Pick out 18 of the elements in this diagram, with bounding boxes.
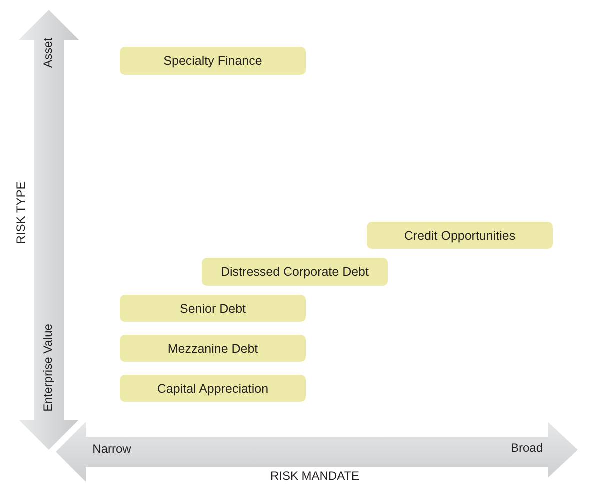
axis-title: RISK MANDATE <box>270 470 360 484</box>
category-label: Distressed Corporate Debt <box>221 265 369 279</box>
category-label: Senior Debt <box>180 302 246 316</box>
axis-end-label: Broad <box>510 442 544 456</box>
axis-end-label: Narrow <box>92 443 132 457</box>
axis-end-label: Asset <box>42 38 56 68</box>
category-label: Mezzanine Debt <box>168 342 258 356</box>
category-label: Credit Opportunities <box>404 228 516 242</box>
category-box <box>202 258 388 286</box>
category-box <box>367 222 553 249</box>
axis-title: RISK TYPE <box>15 182 29 244</box>
axis-end-label: Enterprise Value <box>42 324 56 412</box>
category-box <box>120 47 306 75</box>
category-label: Capital Appreciation <box>157 382 269 396</box>
category-box <box>120 375 306 402</box>
category-box <box>120 295 306 322</box>
category-box <box>120 335 306 362</box>
category-label: Specialty Finance <box>164 54 262 68</box>
